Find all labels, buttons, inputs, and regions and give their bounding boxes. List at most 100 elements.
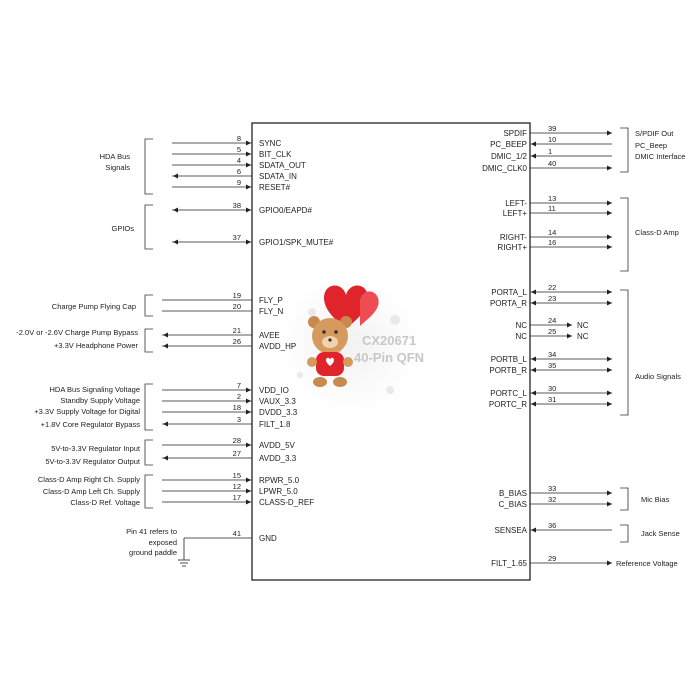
group-label-headphone-power: +3.3V Headphone Power xyxy=(54,341,139,350)
pin-label: PORTC_R xyxy=(489,400,527,409)
arrow-left-icon xyxy=(531,300,536,306)
group-label-jack-sense: Jack Sense xyxy=(641,529,680,538)
pin-number: 16 xyxy=(548,238,556,247)
gnd-note: exposed xyxy=(149,538,177,547)
pin-number: 8 xyxy=(237,134,241,143)
arrow-left-icon xyxy=(531,356,536,362)
pin-label: PORTC_L xyxy=(490,389,527,398)
pin-label: AVDD_3.3 xyxy=(259,454,297,463)
pin-label: VDD_IO xyxy=(259,386,289,395)
pin-label: SPDIF xyxy=(503,129,527,138)
arrow-right-icon xyxy=(246,409,251,415)
pin-number: 27 xyxy=(233,449,241,458)
arrow-left-icon xyxy=(163,455,168,461)
group-label-standby-voltage: Standby Supply Voltage xyxy=(60,396,140,405)
pin-number: 25 xyxy=(548,327,556,336)
pin-number: 6 xyxy=(237,167,241,176)
arrow-left-icon xyxy=(531,141,536,147)
group-label-mic-bias: Mic Bias xyxy=(641,495,670,504)
arrow-right-icon xyxy=(607,165,612,171)
pin-number: 22 xyxy=(548,283,556,292)
pin-number: 11 xyxy=(548,204,556,213)
group-bracket xyxy=(144,204,153,250)
pin-number: 14 xyxy=(548,228,556,237)
pin-number: 15 xyxy=(233,471,241,480)
pin-number: 26 xyxy=(233,337,241,346)
gnd-note: Pin 41 refers to xyxy=(126,527,177,536)
pin-number: 32 xyxy=(548,495,556,504)
arrow-right-icon xyxy=(607,200,612,206)
arrow-right-icon xyxy=(607,560,612,566)
pin-number: 24 xyxy=(548,316,556,325)
group-label-amp-right-supply: Class-D Amp Right Ch. Supply xyxy=(38,475,140,484)
arrow-right-icon xyxy=(246,499,251,505)
heart-balloon-icon xyxy=(324,285,368,328)
pin-label: AVEE xyxy=(259,331,280,340)
group-bracket xyxy=(144,383,153,431)
pin-label: B_BIAS xyxy=(499,489,527,498)
pin-label: AVDD_HP xyxy=(259,342,296,351)
pin-number: 39 xyxy=(548,124,556,133)
arrow-right-icon xyxy=(246,387,251,393)
pin-number: 7 xyxy=(237,381,241,390)
pin-label: CLASS-D_REF xyxy=(259,498,314,507)
pin-number: 21 xyxy=(233,326,241,335)
arrow-left-icon xyxy=(531,289,536,295)
pin-label: FILT_1.8 xyxy=(259,420,291,429)
arrow-right-icon xyxy=(607,210,612,216)
arrow-right-icon xyxy=(607,300,612,306)
pin-number: 41 xyxy=(233,529,241,538)
pin-label: RIGHT+ xyxy=(497,243,527,252)
arrow-right-icon xyxy=(607,367,612,373)
pin-number: 10 xyxy=(548,135,556,144)
arrow-right-icon xyxy=(246,140,251,146)
pin-number: 1 xyxy=(548,147,552,156)
pin-label: PC_BEEP xyxy=(490,140,527,149)
gnd-note: ground paddle xyxy=(129,548,177,557)
pin-number: 35 xyxy=(548,361,556,370)
pin-number: 29 xyxy=(548,554,556,563)
arrow-left-icon xyxy=(163,421,168,427)
pin-label: VAUX_3.3 xyxy=(259,397,296,406)
right-pin-33: 33B_BIAS xyxy=(499,484,612,498)
pin-label: SYNC xyxy=(259,139,281,148)
pin-label: PORTA_L xyxy=(491,288,527,297)
group-bracket xyxy=(144,294,153,317)
pin-label: RPWR_5.0 xyxy=(259,476,300,485)
pin-number: 19 xyxy=(233,291,241,300)
pin-label: GND xyxy=(259,534,277,543)
pin-label: LEFT+ xyxy=(503,209,528,218)
group-label-digital-voltage: +3.3V Supply Voltage for Digital xyxy=(34,407,140,416)
group-bracket xyxy=(144,474,153,509)
arrow-right-icon xyxy=(567,322,572,328)
pin-label: NC xyxy=(515,321,527,330)
arrow-right-icon xyxy=(607,390,612,396)
pin-label: DMIC_1/2 xyxy=(491,152,528,161)
pin-label: BIT_CLK xyxy=(259,150,292,159)
group-label-hda-bus: HDA Bus xyxy=(100,152,131,161)
pin-label: FILT_1.65 xyxy=(491,559,527,568)
pin-label: SDATA_IN xyxy=(259,172,297,181)
arrow-left-icon xyxy=(531,390,536,396)
arrow-left-icon xyxy=(531,401,536,407)
pin-number: 37 xyxy=(233,233,241,242)
pin-number: 36 xyxy=(548,521,556,530)
